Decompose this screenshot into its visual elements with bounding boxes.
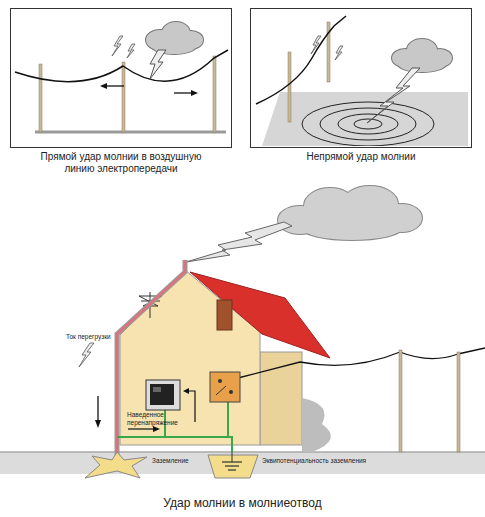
lightning-bolt [150,50,166,79]
earth-electrode [85,452,147,478]
panel-one-drawing [122,62,125,132]
panel-one-drawing [35,131,226,134]
panel-two-drawing [354,119,382,129]
panel-two-drawing [302,102,434,146]
earth-electrode [85,452,147,478]
cloud [392,39,452,72]
panel-two-drawing [256,16,468,146]
callout-label: Наведенное перенапряжение [127,411,179,427]
panel-caption: Прямой удар молнии в воздушную линию эле… [34,151,209,175]
panel-two-drawing [338,114,398,134]
power-line [238,348,485,452]
ground-band [0,451,485,453]
house [120,270,330,445]
current-arrows [95,388,195,432]
current-arrows [97,396,98,422]
panel-two-drawing [320,108,416,140]
callout-label: Ток перегрузки [66,333,111,341]
equipotential-wires [117,436,232,438]
overload-spark [79,343,94,367]
spark [112,36,123,56]
cloud [398,56,446,72]
panel-one-drawing [100,83,107,89]
big-cloud [302,216,402,240]
current-arrows [95,420,101,428]
distribution-box [210,372,240,402]
power-line [457,352,460,452]
panel-one-drawing [15,22,228,132]
ground-symbol [208,452,258,478]
distribution-box [216,386,226,395]
lightning-bolt [367,68,420,123]
diagram-panel: Непрямой удар молнии [250,8,472,165]
panel-caption: Непрямой удар молнии [261,151,461,163]
house [217,300,232,330]
panel-one-drawing [213,56,216,132]
current-arrows [128,428,154,429]
puddle [302,398,331,452]
television [146,380,180,410]
current-arrows [188,391,195,422]
callout-label: Эквипотенциальность заземления [262,457,366,465]
ground-symbol [222,461,242,462]
big-cloud [278,186,422,240]
panel-two-drawing [302,102,434,146]
callout-label: Заземление [152,457,189,465]
figure-caption: Удар молнии в молниеотвод [40,496,445,510]
spark [127,44,135,58]
lightning-bolt [186,222,292,262]
panel-one-drawing [39,64,42,132]
equipotential-wires [228,402,232,452]
current-arrows [153,426,160,432]
television [153,387,161,392]
panel-two-drawing [262,92,468,146]
ground-symbol [225,465,239,466]
distribution-box [210,372,240,402]
cloud [398,56,446,72]
power-line [238,348,485,378]
distribution-box [218,379,222,383]
panel-two-drawing [256,16,346,104]
panel-two-drawing [288,52,291,122]
house [190,272,330,358]
panel-frame [10,8,232,148]
diagram-panel: Прямой удар молнии в воздушную линию эле… [10,8,232,177]
big-cloud [302,216,402,240]
television [146,380,180,410]
lightning-conductor [117,260,185,456]
ground-symbol [228,469,236,470]
ground-symbol [232,452,233,462]
spark [335,46,343,60]
panel-one-drawing [191,90,198,96]
current-arrows [183,388,189,394]
distribution-box [229,390,233,394]
cloud [146,22,203,54]
ground-symbol [208,455,258,478]
panel-one-drawing [15,50,228,82]
lightning-conductor [117,260,185,456]
power-line [399,350,402,452]
panel-frame [250,8,472,148]
television [150,384,174,405]
lightning-conductor [117,260,185,456]
house [260,352,302,445]
spark [311,36,321,54]
